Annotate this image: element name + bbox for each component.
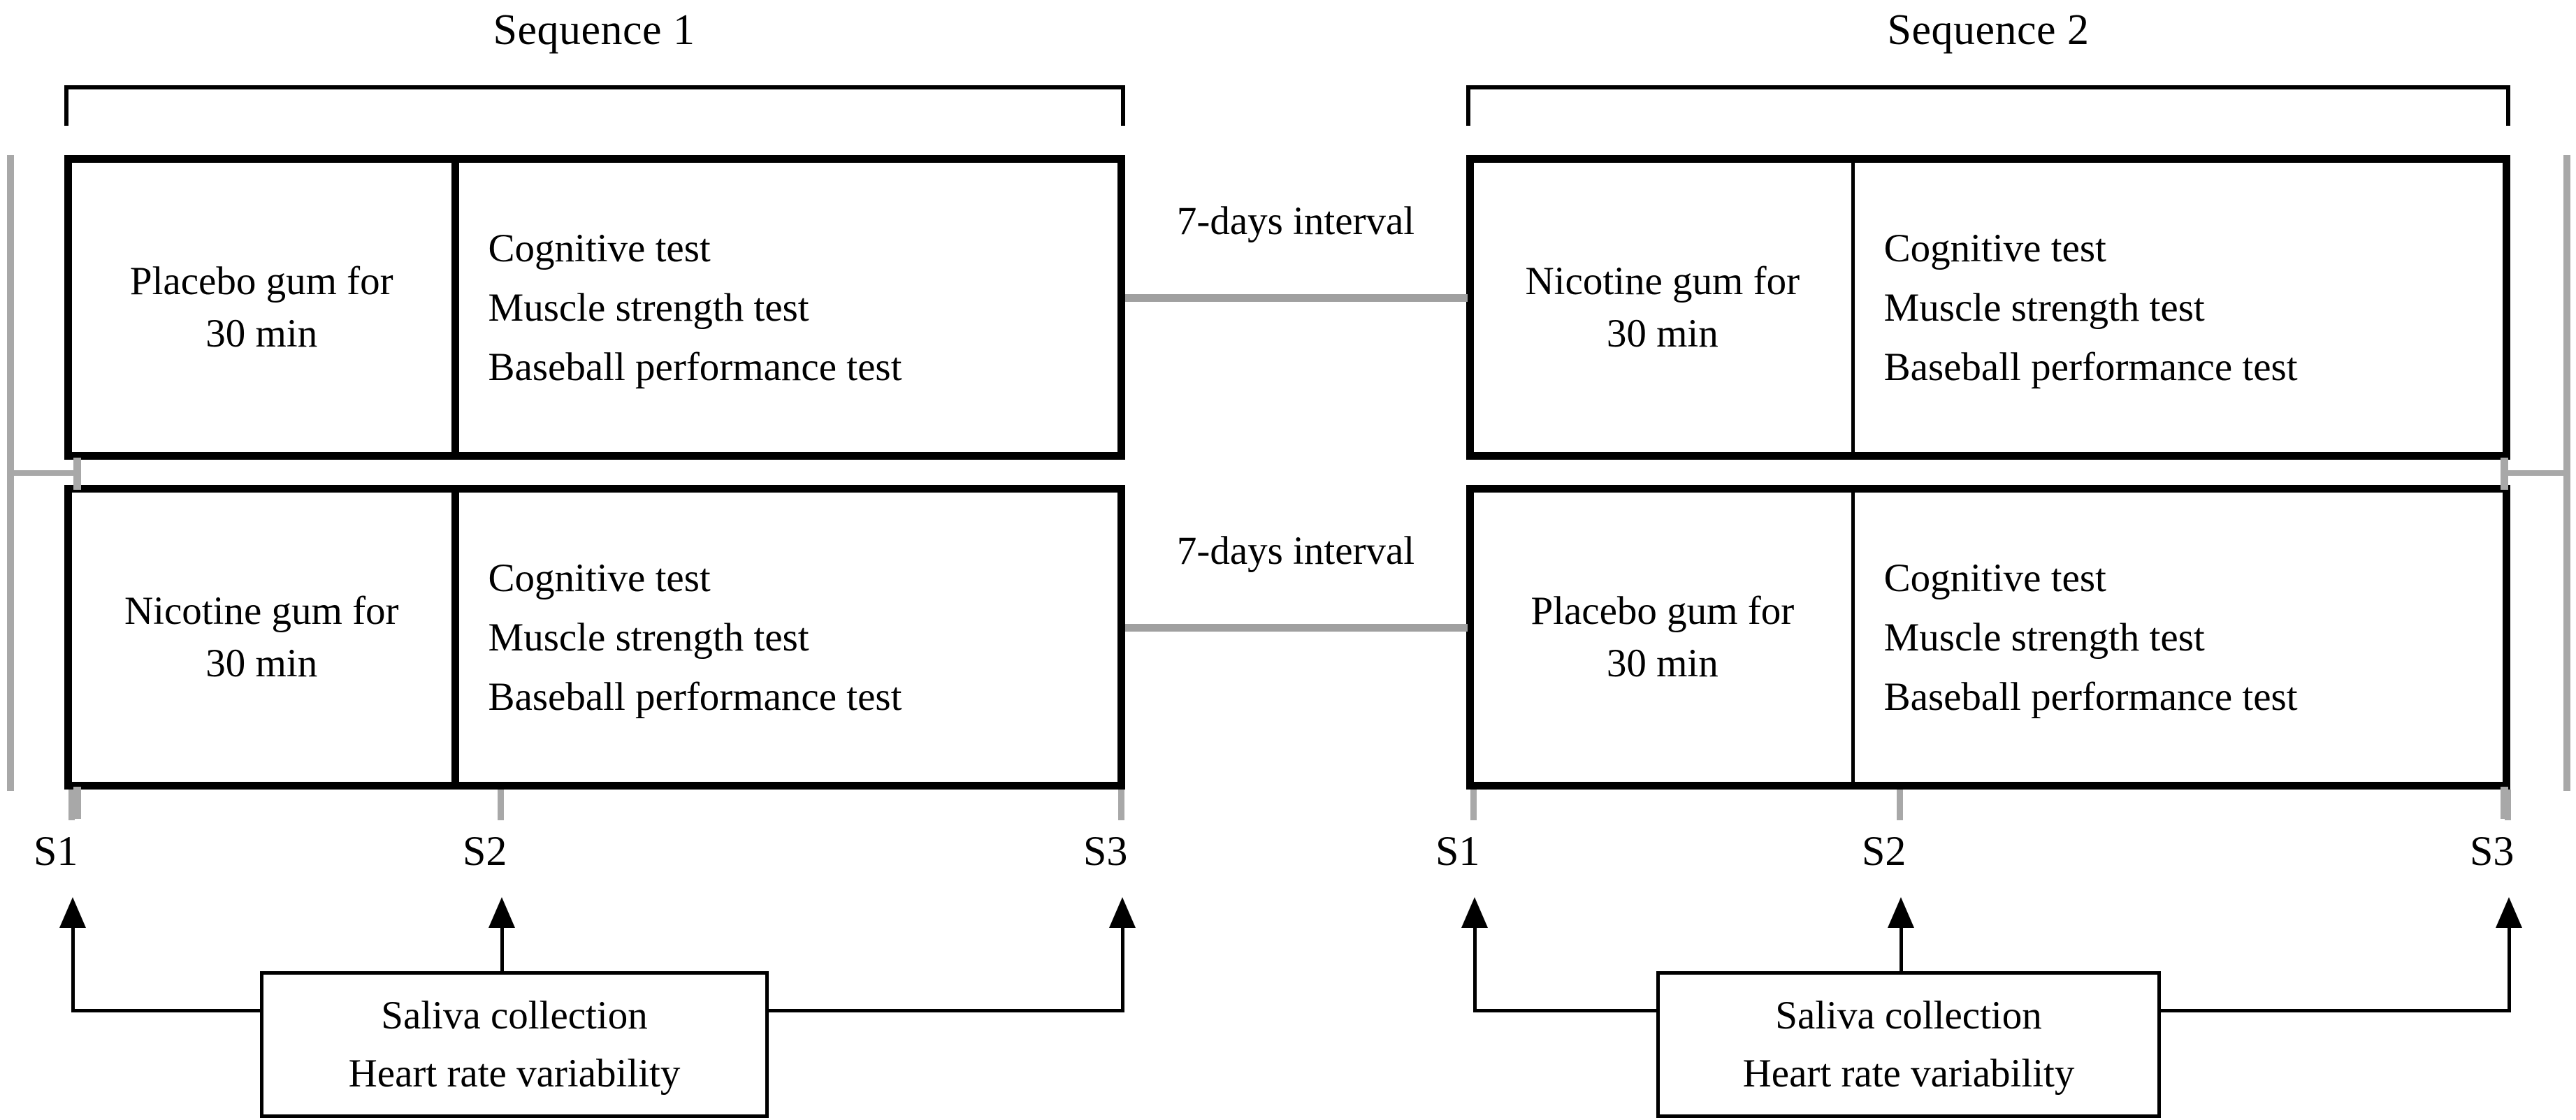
- sequence-2-title: Sequence 2: [1887, 6, 2090, 54]
- seq1-s3-arrow-leg: [766, 1009, 1124, 1012]
- seq2-sampling-line-1: Saliva collection: [1775, 994, 2042, 1038]
- seq1-timepoint-s2: S2: [463, 828, 507, 874]
- seq1-sampling-line-1: Saliva collection: [381, 994, 648, 1038]
- washout-connector-row2: [1125, 624, 1468, 632]
- seq1-period1-tests-cell: Cognitive test Muscle strength test Base…: [459, 163, 1117, 452]
- seq2-s3-arrow-head: [2496, 897, 2522, 928]
- seq2-period2-box: Placebo gum for 30 min Cognitive test Mus…: [1466, 485, 2510, 790]
- seq1-sampling-box: Saliva collection Heart rate variability: [260, 971, 769, 1118]
- seq2-period1-treatment-cell: Nicotine gum for 30 min: [1474, 163, 1855, 452]
- seq2-s2-arrow-shaft: [1900, 926, 1903, 973]
- seq2-period2-test-2: Muscle strength test: [1883, 615, 2205, 660]
- washout-label-row2: 7-days interval: [1176, 529, 1415, 573]
- seq1-period1-treatment-line2: 30 min: [205, 312, 318, 356]
- seq2-period1-test-2: Muscle strength test: [1883, 285, 2205, 330]
- seq1-s1-arrow-leg: [71, 1009, 260, 1012]
- seq2-period1-treatment-text: Nicotine gum for 30 min: [1526, 255, 1800, 360]
- right-group-bracket-tick: [2501, 470, 2569, 476]
- seq2-period2-treatment-text: Placebo gum for 30 min: [1531, 585, 1794, 690]
- seq1-sampling-line-2: Heart rate variability: [348, 1052, 681, 1096]
- sequence-2-bracket: [1466, 85, 2510, 126]
- seq2-period2-treatment-line1: Placebo gum for: [1531, 588, 1795, 633]
- seq2-s2-arrow-head: [1888, 897, 1914, 928]
- washout-label-row1: 7-days interval: [1176, 199, 1415, 243]
- seq1-period2-treatment-line2: 30 min: [205, 641, 318, 685]
- seq2-period1-test-1: Cognitive test: [1883, 226, 2106, 270]
- seq2-period2-test-1: Cognitive test: [1883, 555, 2106, 600]
- seq1-period1-test-3: Baseball performance test: [488, 344, 902, 389]
- seq2-period1-tests-cell: Cognitive test Muscle strength test Base…: [1855, 163, 2503, 452]
- seq1-s2-arrow-head: [489, 897, 515, 928]
- seq1-timepoint-s1: S1: [34, 828, 78, 874]
- sequence-1-title: Sequence 1: [493, 6, 695, 54]
- seq1-s1-arrow-head: [59, 897, 86, 928]
- seq1-s1-arrow-shaft: [71, 926, 75, 1012]
- seq1-period1-box: Placebo gum for 30 min Cognitive test Mus…: [64, 155, 1125, 460]
- seq2-period2-treatment-cell: Placebo gum for 30 min: [1474, 493, 1855, 782]
- seq1-s3-tick: [1118, 790, 1124, 820]
- seq1-s1-tick: [68, 790, 75, 820]
- seq1-period1-treatment-cell: Placebo gum for 30 min: [72, 163, 459, 452]
- seq2-period1-test-3: Baseball performance test: [1883, 344, 2298, 389]
- right-group-bracket-stub-bottom: [2501, 787, 2508, 819]
- seq2-period1-box: Nicotine gum for 30 min Cognitive test Mu…: [1466, 155, 2510, 460]
- seq1-period2-treatment-cell: Nicotine gum for 30 min: [72, 493, 459, 782]
- seq1-period2-test-2: Muscle strength test: [488, 615, 809, 660]
- seq2-period1-treatment-line1: Nicotine gum for: [1525, 259, 1800, 303]
- seq1-period1-treatment-line1: Placebo gum for: [129, 259, 393, 303]
- seq2-sampling-box: Saliva collection Heart rate variability: [1656, 971, 2161, 1118]
- seq2-period2-treatment-line2: 30 min: [1606, 641, 1718, 685]
- left-group-bracket-tick: [7, 470, 80, 476]
- seq1-period1-test-1: Cognitive test: [488, 226, 711, 270]
- seq2-s3-arrow-leg: [2158, 1009, 2511, 1012]
- seq1-period1-treatment-text: Placebo gum for 30 min: [130, 255, 393, 360]
- seq1-s3-arrow-head: [1109, 897, 1136, 928]
- seq1-timepoint-s3: S3: [1083, 828, 1128, 874]
- seq2-s3-tick: [2505, 790, 2511, 820]
- seq2-period2-tests-cell: Cognitive test Muscle strength test Base…: [1855, 493, 2503, 782]
- seq1-period1-test-2: Muscle strength test: [488, 285, 809, 330]
- seq2-period1-treatment-line2: 30 min: [1606, 312, 1718, 356]
- seq1-period2-box: Nicotine gum for 30 min Cognitive test Mu…: [64, 485, 1125, 790]
- seq1-period2-test-3: Baseball performance test: [488, 674, 902, 719]
- seq2-period2-test-3: Baseball performance test: [1883, 674, 2298, 719]
- washout-connector-row1: [1125, 294, 1468, 302]
- sequence-1-bracket: [64, 85, 1125, 126]
- seq2-s1-arrow-shaft: [1473, 926, 1477, 1012]
- seq1-s3-arrow-shaft: [1121, 926, 1124, 1012]
- seq2-timepoint-s1: S1: [1435, 828, 1480, 874]
- seq2-timepoint-s2: S2: [1862, 828, 1906, 874]
- right-group-bracket-stub-mid: [2501, 458, 2508, 490]
- seq2-sampling-line-2: Heart rate variability: [1742, 1052, 2075, 1096]
- seq1-period2-test-1: Cognitive test: [488, 555, 711, 600]
- seq1-s2-arrow-shaft: [500, 926, 504, 973]
- seq1-s2-tick: [498, 790, 504, 820]
- seq2-s3-arrow-shaft: [2508, 926, 2511, 1012]
- seq1-period2-tests-cell: Cognitive test Muscle strength test Base…: [459, 493, 1117, 782]
- left-group-bracket-stub-bottom: [73, 787, 81, 819]
- seq2-s1-arrow-leg: [1473, 1009, 1656, 1012]
- seq2-s1-arrow-head: [1461, 897, 1488, 928]
- seq1-period2-treatment-line1: Nicotine gum for: [124, 588, 399, 633]
- seq2-s2-tick: [1897, 790, 1903, 820]
- seq2-s1-tick: [1470, 790, 1477, 820]
- seq1-period2-treatment-text: Nicotine gum for 30 min: [124, 585, 399, 690]
- left-group-bracket-stub-mid: [73, 458, 81, 490]
- seq2-timepoint-s3: S3: [2470, 828, 2515, 874]
